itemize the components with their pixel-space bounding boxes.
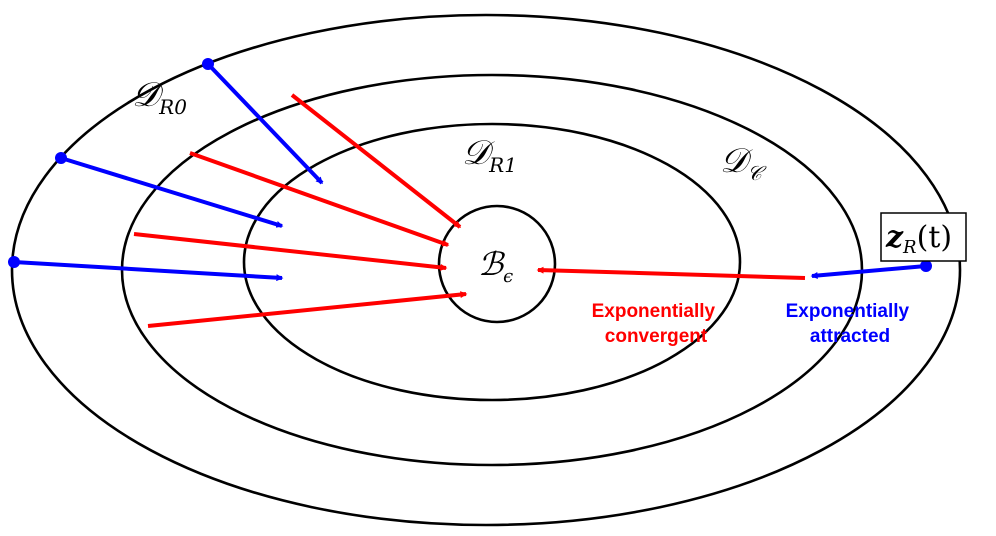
blue-start-dot [8,256,20,268]
blue-arrow [60,156,284,228]
convergence-arrows [133,93,806,328]
red-arrow [189,151,450,247]
inner-region-label: 𝒟R1 [462,133,517,177]
blue-arrow [810,264,927,279]
attraction-arrows [8,58,932,282]
red-arrow [133,232,448,271]
red-arrow [290,93,462,229]
attracted-annotation: Exponentially attracted [786,301,915,347]
inner-region-boundary [242,122,742,402]
blue-start-dot [55,152,67,164]
epsilon-ball-boundary [437,204,557,324]
red-arrow [536,266,806,280]
outer-region-boundary [10,13,962,527]
state-dot [920,260,932,272]
convergent-annotation: Exponentially convergent [592,301,721,347]
middle-region-label: 𝒟𝒞 [720,141,767,185]
blue-arrow [206,62,324,185]
red-arrow [147,291,468,328]
epsilon-ball-label: ℬϵ [478,245,513,287]
blue-arrow [13,260,284,282]
blue-start-dot [202,58,214,70]
state-label-box [880,212,967,262]
outer-region-label: 𝒟R0 [132,75,187,119]
state-label: zR(t) [885,220,952,258]
